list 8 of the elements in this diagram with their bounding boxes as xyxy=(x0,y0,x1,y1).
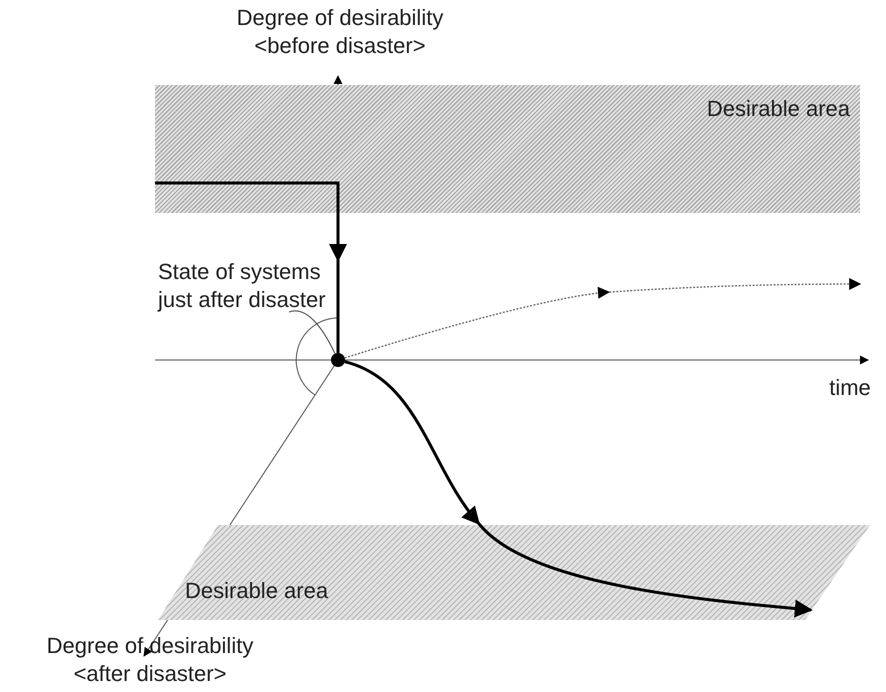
axis-label: Degree of desirability <before disaster> xyxy=(236,4,444,60)
band-label: Desirable area xyxy=(706,95,850,123)
axis-label: Degree of desirability <after disaster> xyxy=(46,632,254,688)
shaded-band xyxy=(155,85,860,213)
band-label: Desirable area xyxy=(185,577,328,605)
annotation-text: State of systems just after disaster xyxy=(158,258,327,314)
point-dot xyxy=(331,353,345,367)
axis-label: time xyxy=(828,374,872,402)
